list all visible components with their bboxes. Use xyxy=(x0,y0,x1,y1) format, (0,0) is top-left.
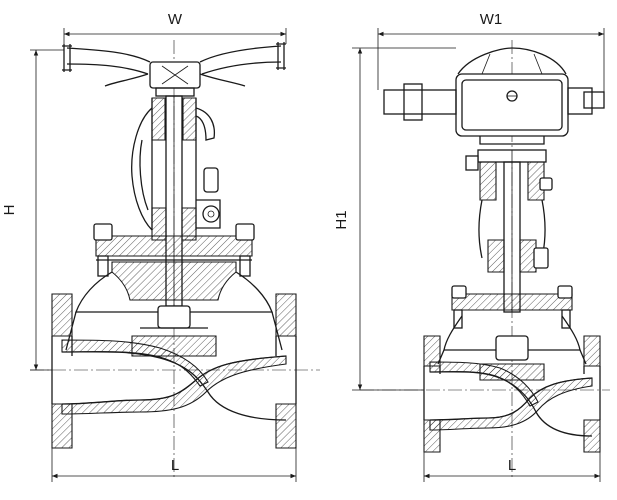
dim-l-label: L xyxy=(171,457,179,474)
bonnet-flange-right xyxy=(451,285,573,329)
left-dimensions: W H L xyxy=(1,11,297,482)
handwheel-valve-view: W H L xyxy=(1,11,320,482)
dim-l-right-label: L xyxy=(508,457,516,474)
dim-w-label: W xyxy=(168,11,183,28)
dim-h-label: H xyxy=(1,205,18,216)
actuator-valve-view: W1 H1 L xyxy=(333,11,610,482)
dim-w1-label: W1 xyxy=(480,11,503,28)
dim-h1-label: H1 xyxy=(333,210,350,229)
electric-actuator xyxy=(383,47,605,145)
right-dimensions: W1 H1 L xyxy=(333,11,605,482)
bonnet-flange xyxy=(93,223,255,277)
handwheel xyxy=(62,42,286,97)
valve-body-right xyxy=(423,315,601,453)
actuator-yoke xyxy=(465,149,553,313)
valve-body xyxy=(51,261,297,449)
